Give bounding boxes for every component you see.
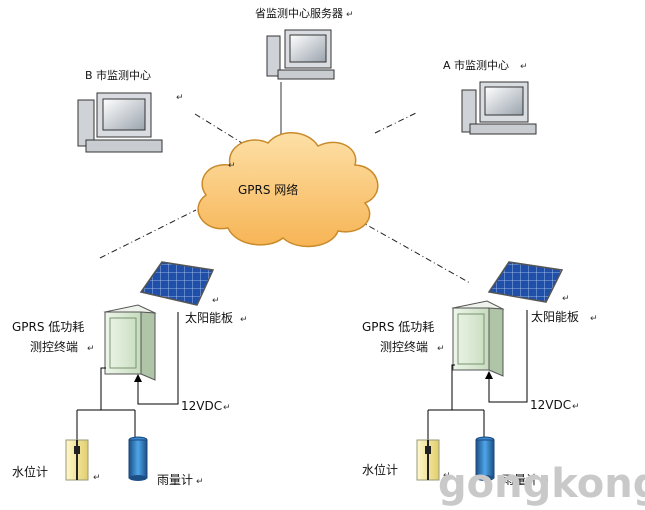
a-center-label: A 市监测中心 [443,58,509,72]
water-level-gauge [65,439,89,481]
return-mark: ↵ [562,294,570,304]
b-center-label: B 市监测中心 [85,68,151,82]
water-gauge-label: 水位计 [362,462,398,477]
return-mark: ↵ [93,473,101,483]
solar-panel-label: 太阳能板 [185,310,233,325]
terminal-label-line2: 测控终端 [380,339,428,354]
province-server-label: 省监测中心服务器 [255,7,343,20]
terminal-cabinet [103,304,157,381]
keyboard [85,139,163,153]
screen [484,86,524,116]
left-station: ↵ 太阳能板 ↵ GPRS 低功耗 测控终端 ↵ 12VDC ↵ 水位计 ↵ [12,261,248,487]
return-mark: ↵ [87,344,95,354]
return-mark: ↵ [572,402,580,412]
left-terminal-to-cloud-line [99,209,197,259]
return-mark: ↵ [212,296,220,306]
terminal-cabinet [451,300,505,377]
solar-panel [139,261,215,306]
water-level-gauge [416,439,440,481]
rain-gauge-label: 雨量计 [157,473,193,487]
solar-panel [487,261,564,303]
return-mark: ↵ [228,161,236,171]
rain-gauge-label: 雨量计 [502,473,538,487]
return-mark: ↵ [176,93,184,103]
connection-lines [99,82,471,284]
return-mark: ↵ [437,344,445,354]
keyboard [277,69,335,80]
terminal-label-line1: GPRS 低功耗 [12,320,84,334]
cloud-shape [197,132,379,248]
tower [266,35,281,77]
a-city-monitor-computer: A 市监测中心 ↵ [443,58,537,135]
return-mark: ↵ [443,471,451,481]
tower [461,89,477,133]
cloud-label: GPRS 网络 [238,182,298,197]
return-mark: ↵ [590,314,598,324]
return-mark: ↵ [240,315,248,325]
wiring [427,310,528,440]
wiring [76,312,179,440]
screen [289,34,327,63]
rain-gauge [475,436,495,481]
return-mark: ↵ [196,477,204,487]
keyboard [469,123,537,135]
return-mark: ↵ [520,62,528,72]
right-station: ↵ 太阳能板 ↵ GPRS 低功耗 测控终端 ↵ 12VDC ↵ 水位计 ↵ [362,261,598,487]
rain-gauge [128,436,148,481]
province-server-computer: 省监测中心服务器 ↵ [255,7,354,80]
voltage-label: 12VDC [530,398,571,412]
solar-panel-label: 太阳能板 [531,309,579,324]
water-gauge-label: 水位计 [12,464,48,479]
b-city-monitor-computer: B 市监测中心 ↵ [77,68,184,153]
tower [77,99,95,147]
return-mark: ↵ [223,403,231,413]
screen [102,98,146,131]
right-terminal-to-cloud-line [357,219,471,284]
terminal-label-line2: 测控终端 [30,339,78,354]
b-center-to-cloud-line [194,113,243,144]
return-mark: ↵ [346,10,354,20]
return-mark: ↵ [542,477,550,487]
watermark: gongkong [438,461,645,507]
voltage-label: 12VDC [181,399,222,413]
terminal-label-line1: GPRS 低功耗 [362,320,434,334]
gprs-network-cloud: GPRS 网络 ↵ [197,132,379,248]
a-center-to-cloud-line [374,111,419,134]
